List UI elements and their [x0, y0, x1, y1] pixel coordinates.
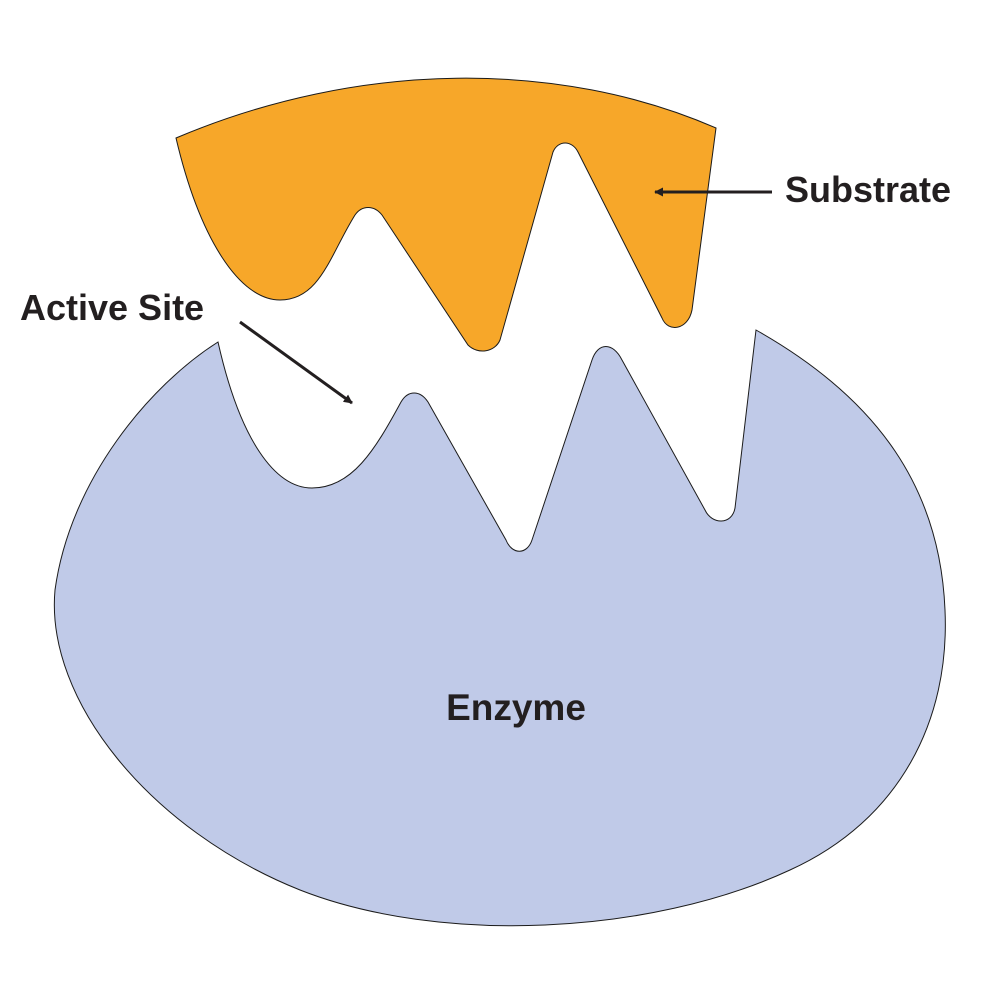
substrate-shape [175, 77, 717, 352]
substrate-label: Substrate [785, 169, 951, 210]
active-site-label: Active Site [20, 287, 204, 328]
enzyme-label: Enzyme [446, 687, 586, 728]
enzyme-shape [53, 329, 946, 927]
active-site-arrow [239, 320, 353, 405]
